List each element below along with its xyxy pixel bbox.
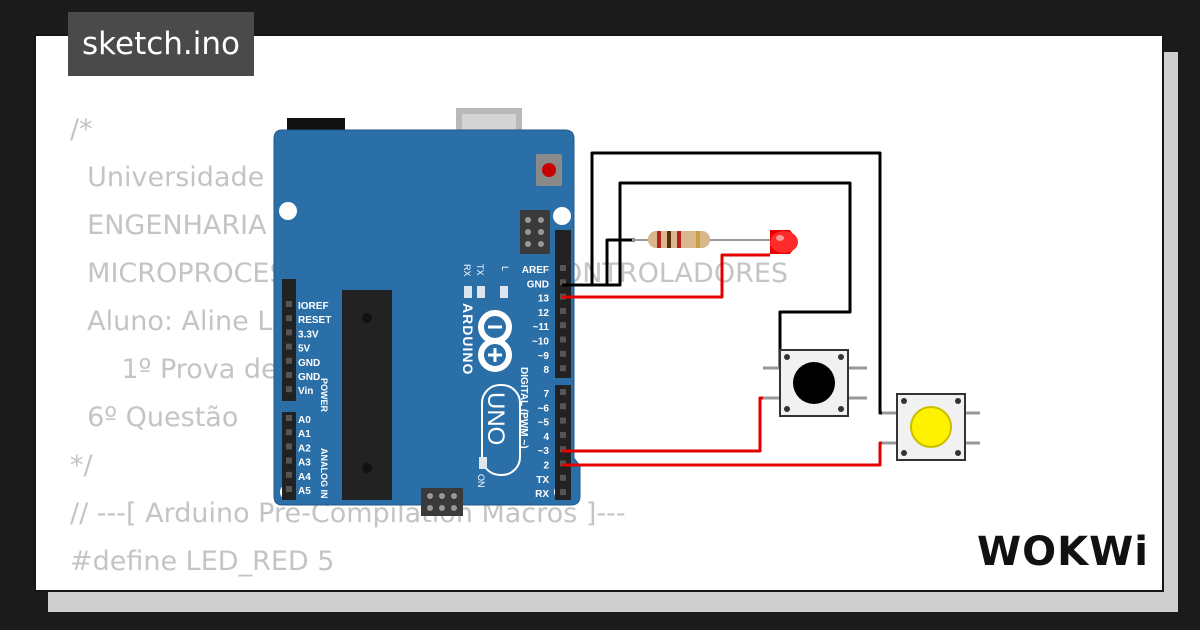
resistor — [632, 231, 760, 248]
header-pin[interactable] — [286, 372, 292, 378]
header-pin[interactable] — [560, 431, 566, 438]
digital-pin-label: 2 — [543, 461, 549, 472]
power-pin-label: GND — [298, 372, 320, 383]
digital-pin-label: 7 — [543, 389, 549, 400]
power-pin-label: 5V — [298, 344, 311, 355]
red-led — [760, 230, 798, 254]
pushbutton-yellow[interactable] — [882, 393, 980, 461]
digital-pin-label: ~5 — [538, 418, 550, 429]
power-pin-label: Vin — [298, 386, 313, 397]
analog-pin-label: A3 — [298, 458, 311, 469]
arduino-model-label: UNO — [482, 392, 509, 445]
wire-pin3-button — [562, 396, 775, 453]
header-pin[interactable] — [560, 350, 566, 357]
digital-pin-label: 8 — [543, 365, 549, 376]
pushbutton-black[interactable] — [763, 349, 867, 417]
header-pin[interactable] — [560, 365, 566, 372]
header-pin[interactable] — [286, 357, 292, 364]
analog-pin-label: A5 — [298, 486, 311, 497]
header-pin[interactable] — [560, 389, 566, 395]
analog-pin-label: A0 — [298, 415, 311, 426]
header-pin[interactable] — [560, 417, 566, 424]
header-pin[interactable] — [560, 489, 566, 496]
analog-title: ANALOG IN — [319, 448, 329, 499]
analog-pin-label: A1 — [298, 429, 311, 440]
header-pin[interactable] — [560, 403, 566, 410]
header-pin[interactable] — [286, 315, 292, 322]
digital-pin-label: ~9 — [538, 351, 550, 362]
on-label: ON — [476, 474, 486, 488]
header-pin[interactable] — [560, 307, 566, 314]
wokwi-logo-text: WOKWi — [977, 529, 1149, 575]
rx-led-label: RX — [462, 264, 472, 277]
file-tab[interactable]: sketch.ino — [68, 12, 254, 76]
power-title: POWER — [319, 378, 329, 413]
wire-gnd-resistor — [562, 238, 635, 287]
header-pin[interactable] — [286, 429, 292, 436]
header-pin[interactable] — [560, 474, 566, 481]
power-pin-label: 3.3V — [298, 329, 319, 340]
code-line: /* — [70, 114, 93, 145]
digital-pin-label: AREF — [522, 265, 549, 276]
digital-pin-label: ~3 — [538, 446, 550, 457]
digital-pin-label: 4 — [543, 432, 549, 443]
code-line: #define LED_RED 5 — [70, 546, 335, 577]
wire-gnd-button-2 — [562, 181, 852, 370]
digital-pin-label: ~6 — [538, 403, 550, 414]
header-pin[interactable] — [286, 329, 292, 336]
wires — [562, 151, 895, 467]
analog-pin-label: A4 — [298, 472, 311, 483]
header-pin[interactable] — [286, 386, 292, 393]
led-l-label: L — [500, 266, 510, 271]
digital-title: DIGITAL (PWM ~) — [518, 367, 529, 449]
code-line: */ — [70, 450, 93, 481]
digital-pin-label: 13 — [538, 294, 550, 305]
digital-pin-label: RX — [535, 489, 549, 500]
digital-pin-label: ~10 — [532, 337, 549, 348]
header-pin[interactable] — [560, 265, 566, 271]
header-pin[interactable] — [286, 486, 292, 492]
digital-pin-label: GND — [527, 279, 549, 290]
power-pin-label: IOREF — [298, 301, 329, 312]
tx-led-label: TX — [475, 264, 485, 276]
digital-pin-label: TX — [536, 475, 549, 486]
analog-pin-label: A2 — [298, 443, 311, 454]
digital-pin-label: 12 — [538, 308, 550, 319]
power-pin-label: RESET — [298, 315, 331, 326]
arduino-brand-label: ARDUINO — [460, 303, 476, 375]
wokwi-logo: WOKWi — [977, 529, 1149, 575]
header-pin[interactable] — [560, 336, 566, 343]
arduino-logo — [478, 310, 512, 372]
header-pin[interactable] — [286, 443, 292, 450]
code-line: 6º Questão — [70, 402, 239, 433]
header-pin[interactable] — [560, 446, 566, 453]
arduino-uno-board: ARDUINO UNO POWER ANALOG IN DIGITAL (PWM… — [273, 129, 581, 516]
digital-pin-label: ~11 — [533, 322, 550, 333]
header-pin[interactable] — [560, 322, 566, 329]
header-pin[interactable] — [286, 471, 292, 478]
header-pin[interactable] — [560, 279, 566, 286]
power-pin-label: GND — [298, 358, 320, 369]
header-pin[interactable] — [286, 457, 292, 464]
wire-pin2-button — [562, 441, 895, 467]
header-pin[interactable] — [286, 415, 292, 421]
wire-pin13-led — [562, 253, 770, 299]
header-pin[interactable] — [286, 301, 292, 307]
header-pin[interactable] — [286, 343, 292, 350]
